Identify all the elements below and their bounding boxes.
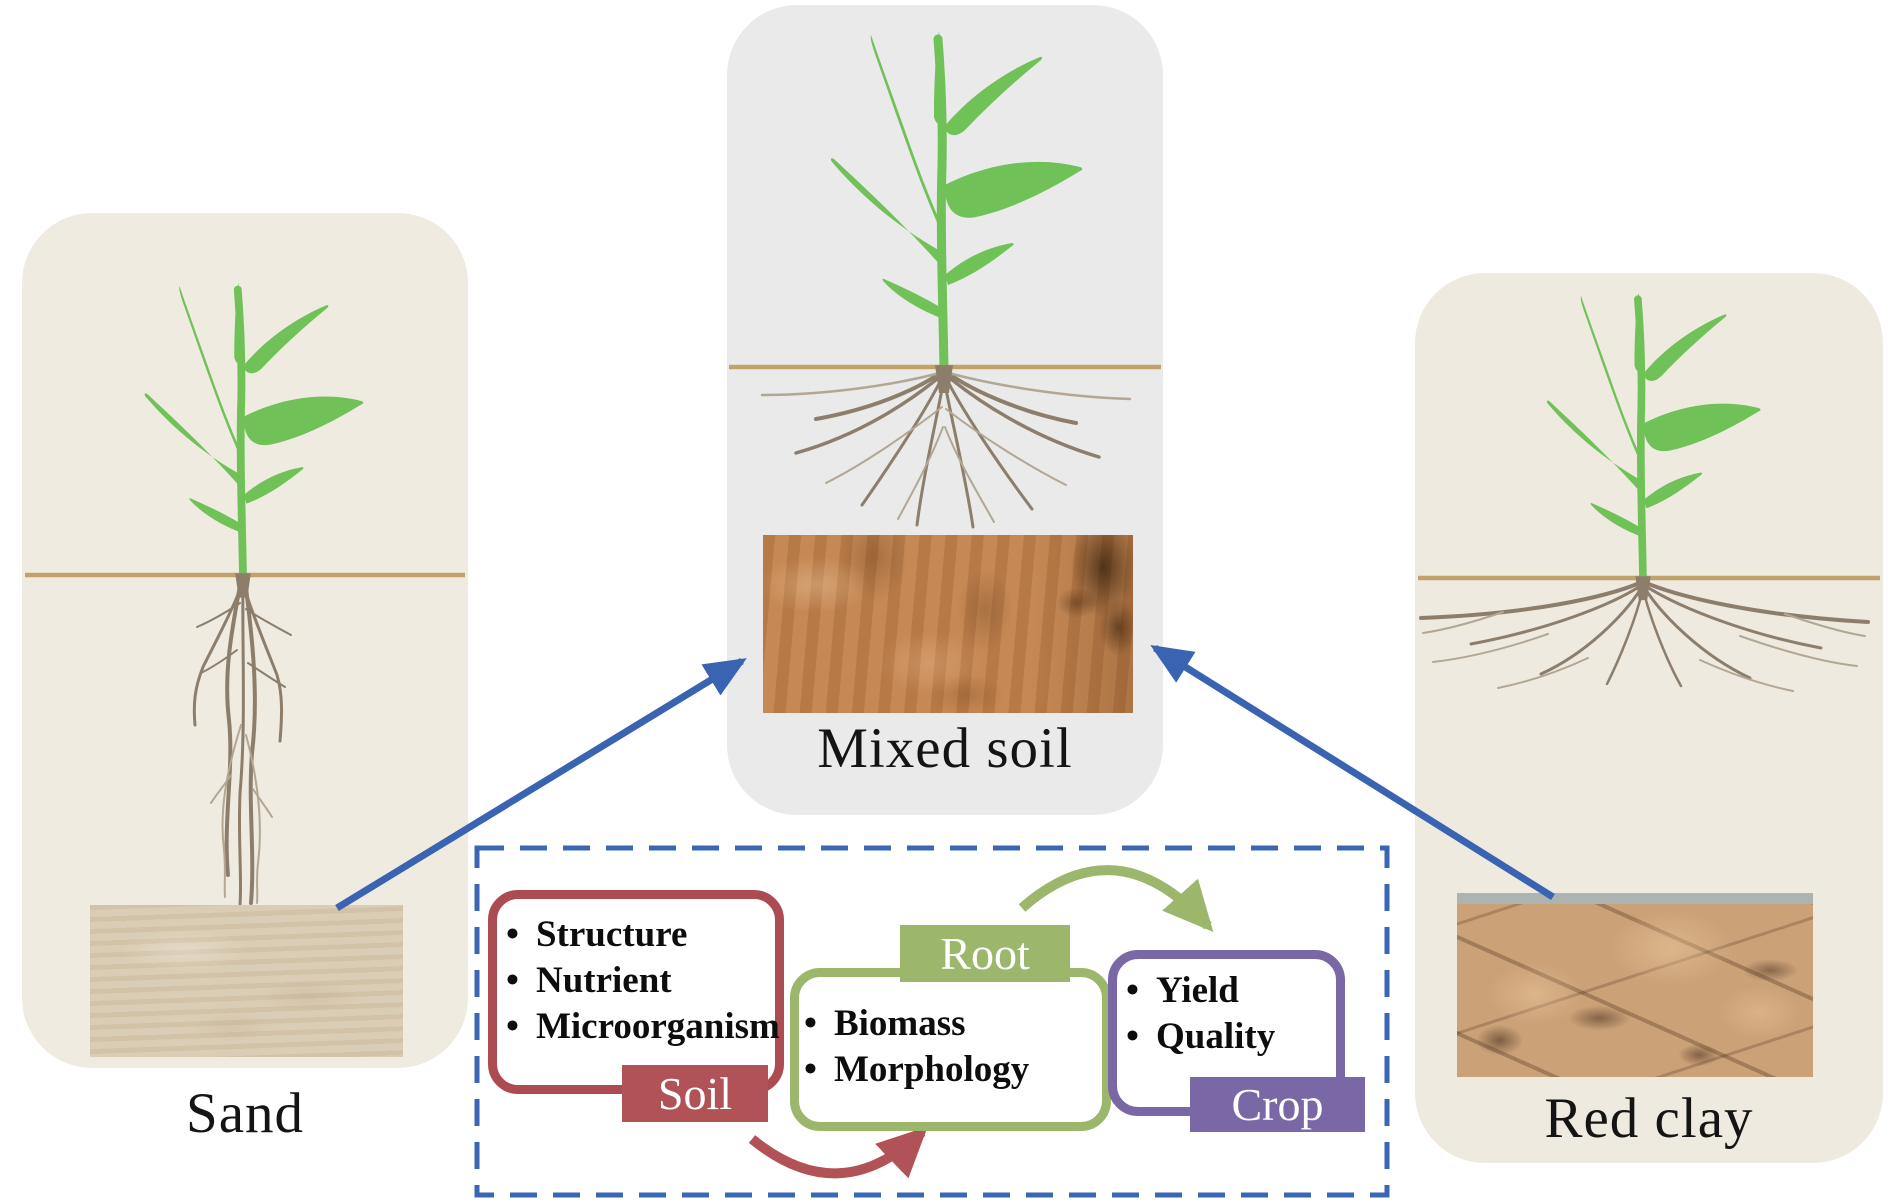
list-item: • Nutrient: [506, 958, 775, 1004]
corn-plant-icon: [831, 31, 1082, 393]
soil-to-root-arrow-icon: [748, 1126, 928, 1179]
crop-item-quality: Quality: [1155, 1016, 1276, 1057]
list-item: • Morphology: [804, 1047, 1102, 1093]
list-item: • Structure: [506, 912, 775, 958]
bullet-icon: •: [1126, 1016, 1139, 1057]
mixed-soil-texture-image: [763, 535, 1133, 713]
bullet-icon: •: [506, 1006, 519, 1047]
mixed-soil-caption: Mixed soil: [817, 717, 1073, 780]
crop-item-yield: Yield: [1155, 970, 1239, 1011]
soil-item-nutrient: Nutrient: [535, 960, 672, 1001]
sand-caption: Sand: [186, 1082, 304, 1145]
bullet-icon: •: [804, 1049, 817, 1090]
root-item-morphology: Morphology: [833, 1049, 1030, 1090]
root-label: Root: [900, 925, 1070, 982]
soil-item-microorganism: Microorganism: [535, 1006, 780, 1047]
root-item-biomass: Biomass: [833, 1003, 966, 1044]
bullet-icon: •: [506, 960, 519, 1001]
list-item: • Microorganism: [506, 1004, 780, 1050]
crop-label: Crop: [1190, 1077, 1365, 1132]
sand-texture-image: [90, 905, 403, 1057]
deep-roots-icon: [192, 578, 293, 907]
soil-item-structure: Structure: [535, 914, 688, 955]
bullet-icon: •: [1126, 970, 1139, 1011]
root-to-crop-arrow-icon: [1018, 865, 1214, 932]
bullet-icon: •: [506, 914, 519, 955]
corn-plant-icon: [1547, 292, 1761, 600]
soil-label: Soil: [622, 1065, 768, 1122]
list-item: • Yield: [1126, 968, 1336, 1014]
mixed-plant-illustration: [729, 5, 1161, 529]
clay-plant-illustration: [1418, 273, 1880, 693]
list-item: • Biomass: [804, 1001, 1102, 1047]
bullet-icon: •: [804, 1003, 817, 1044]
fibrous-roots-icon: [760, 369, 1132, 529]
root-attributes-box: • Biomass • Morphology: [790, 968, 1111, 1131]
soil-attributes-box: • Structure • Nutrient • Microorganism: [488, 890, 784, 1094]
list-item: • Quality: [1126, 1014, 1336, 1060]
red-clay-caption: Red clay: [1544, 1087, 1754, 1150]
corn-plant-icon: [145, 283, 364, 598]
red-clay-texture-image: [1457, 893, 1813, 1077]
sand-plant-illustration: [25, 213, 465, 907]
